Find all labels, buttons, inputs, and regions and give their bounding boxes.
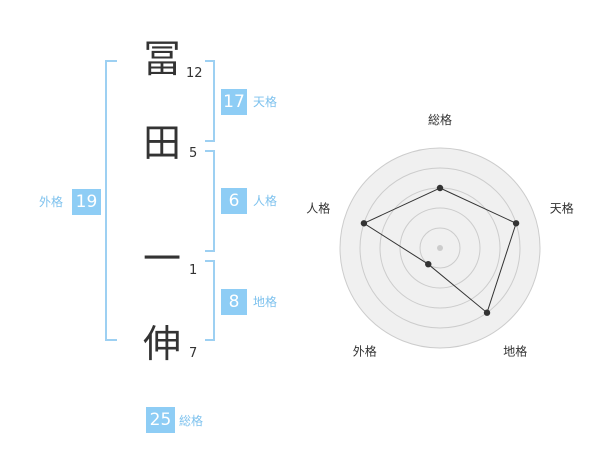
radar-score-polygon bbox=[362, 187, 517, 314]
radar-point-4 bbox=[425, 260, 432, 268]
tenkaku-bracket bbox=[205, 60, 215, 142]
radar-point-5 bbox=[360, 220, 368, 227]
radar-ring-1 bbox=[419, 227, 461, 269]
radar-axis-label-2: 天格 bbox=[550, 200, 574, 215]
stroke-count-2: 5 bbox=[189, 146, 198, 161]
gaikaku-label: 外格 bbox=[39, 195, 64, 209]
radar-grid bbox=[339, 147, 541, 349]
jinkaku-value: 6 bbox=[221, 188, 247, 214]
name-char-3: 一 bbox=[142, 237, 181, 281]
name-char-4: 伸 bbox=[142, 322, 181, 366]
radar-point-3 bbox=[483, 309, 491, 316]
jinkaku-label: 人格 bbox=[253, 194, 278, 208]
stroke-count-1: 12 bbox=[186, 66, 203, 81]
soukaku-label: 総格 bbox=[179, 414, 204, 428]
chikaku-label: 地格 bbox=[253, 295, 278, 309]
chikaku-bracket bbox=[205, 260, 215, 341]
radar-axis-label-5: 人格 bbox=[306, 200, 330, 215]
jinkaku-bracket bbox=[205, 150, 215, 252]
name-char-2: 田 bbox=[142, 121, 181, 165]
tenkaku-label: 天格 bbox=[253, 95, 278, 109]
radar-ring-2 bbox=[399, 207, 481, 289]
radar-axis-label-3: 地格 bbox=[503, 344, 527, 359]
radar-center-dot bbox=[437, 245, 443, 251]
chikaku-value: 8 bbox=[221, 289, 247, 315]
radar-point-2 bbox=[512, 220, 520, 227]
radar-ring-5 bbox=[339, 147, 541, 349]
gaikaku-value: 19 bbox=[72, 189, 101, 215]
tenkaku-value: 17 bbox=[221, 89, 247, 115]
radar-axis-label-4: 外格 bbox=[353, 344, 377, 359]
radar-point-1 bbox=[436, 184, 444, 192]
stroke-count-4: 7 bbox=[189, 346, 198, 361]
gaikaku-bracket bbox=[105, 60, 117, 341]
radar-ring-4 bbox=[359, 167, 521, 329]
radar-axis-label-1: 総格 bbox=[428, 112, 452, 127]
name-char-1: 冨 bbox=[142, 37, 181, 81]
stroke-count-3: 1 bbox=[189, 263, 198, 278]
soukaku-value: 25 bbox=[146, 407, 175, 433]
